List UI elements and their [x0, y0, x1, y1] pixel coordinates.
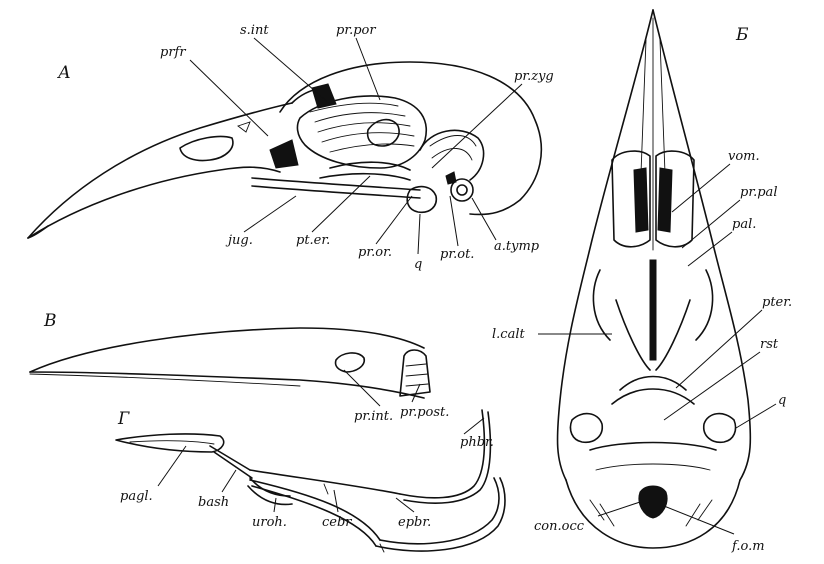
label-sint: s.int [240, 23, 269, 38]
label-prpor: pr.por [336, 23, 376, 38]
label-pror: pr.or. [358, 245, 392, 260]
leader-prot [450, 196, 458, 246]
label-prpost: pr.post. [400, 405, 449, 420]
leader-sint [254, 38, 330, 104]
panel-letter-b: Б [735, 25, 749, 45]
label-prpal: pr.pal [740, 185, 777, 200]
skull-ventral-view [558, 10, 751, 548]
label-atymp: a.tymp [494, 239, 540, 254]
labels: А Б В Г prfr s.int pr.por pr.zyg jug. pt… [43, 23, 792, 554]
leader-q-b [736, 404, 776, 428]
label-rst: rst [760, 337, 779, 352]
leader-pter-b [676, 310, 762, 388]
skull-lateral-view [28, 62, 541, 238]
label-fom: f.o.m [731, 539, 765, 554]
leader-pagl [158, 446, 186, 486]
panel-letter-v: В [43, 311, 57, 331]
label-q-a: q [414, 257, 422, 272]
label-uroh: uroh. [252, 515, 287, 530]
label-prfr: prfr [160, 45, 186, 60]
leader-jug [244, 196, 296, 232]
label-cebr: cebr [322, 515, 352, 530]
leader-conocc [598, 502, 640, 516]
label-q-b: q [778, 393, 786, 408]
label-vom: vom. [728, 149, 760, 164]
leader-fom [664, 506, 734, 534]
leader-bash [222, 470, 236, 492]
mandible-view [30, 328, 430, 398]
leader-prfr [190, 60, 268, 136]
leader-cebr [334, 490, 338, 512]
label-phbr: phbr. [460, 435, 494, 450]
label-print: pr.int. [354, 409, 393, 424]
leader-lines [158, 38, 776, 534]
leader-prpor [356, 38, 380, 100]
label-epbr: epbr. [398, 515, 431, 530]
label-lcalt: l.calt [492, 327, 525, 342]
leader-przyg [432, 84, 522, 168]
leader-vom [672, 164, 730, 212]
leader-uroh [274, 498, 276, 512]
leader-phbr [464, 418, 484, 434]
label-prot: pr.ot. [440, 247, 474, 262]
leader-q-a [418, 214, 420, 254]
leader-atymp [472, 198, 496, 240]
label-pter-a: pt.er. [296, 233, 330, 248]
panel-letter-a: А [57, 63, 71, 83]
label-przyg: pr.zyg [514, 69, 554, 84]
label-jug: jug. [225, 233, 253, 248]
label-bash: bash [198, 495, 229, 510]
label-conocc: con.occ [534, 519, 585, 534]
leader-pror [376, 196, 412, 244]
label-pal: pal. [732, 217, 756, 232]
hyoid-apparatus-view [116, 410, 505, 552]
panel-letter-g: Г [117, 409, 130, 429]
label-pter-b: pter. [762, 295, 792, 310]
label-pagl: pagl. [120, 489, 153, 504]
